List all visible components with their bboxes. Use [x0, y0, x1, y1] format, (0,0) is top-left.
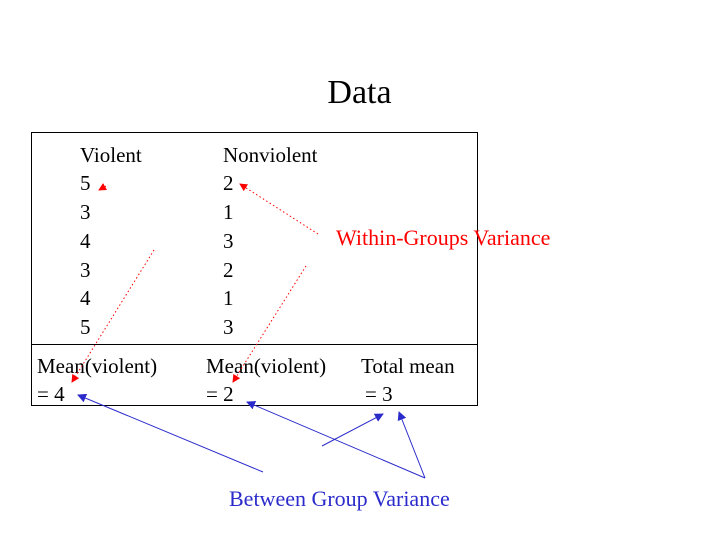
within-arrow-to-nonviolent-2 [239, 183, 319, 235]
within-arrow-to-violent-5 [98, 183, 108, 191]
total-mean-label: Total mean [361, 354, 455, 378]
total-mean-value: = 3 [365, 382, 393, 406]
nonviolent-mean-label: Mean(violent) [206, 354, 327, 378]
violent-value: 3 [80, 258, 91, 282]
violent-header: Violent [80, 143, 142, 167]
nonviolent-header: Nonviolent [223, 143, 318, 167]
violent-mean-label: Mean(violent) [37, 354, 158, 378]
page-title: Data [327, 74, 392, 111]
nonviolent-value: 1 [223, 286, 234, 310]
between-arrow-to-violent-mean [77, 393, 264, 473]
violent-value: 4 [80, 229, 91, 253]
violent-value: 4 [80, 286, 91, 310]
between-arrow-to-total-mean-b [397, 411, 426, 479]
between-arrow-to-total-mean-a [321, 413, 384, 447]
nonviolent-value: 1 [223, 200, 234, 224]
nonviolent-mean-value: = 2 [206, 382, 234, 406]
violent-value: 5 [80, 171, 91, 195]
violent-value: 5 [80, 315, 91, 339]
between-arrow-to-nonviolent-mean [246, 401, 426, 479]
violent-value: 3 [80, 200, 91, 224]
nonviolent-value: 3 [223, 315, 234, 339]
nonviolent-value: 2 [223, 171, 234, 195]
within-arrow-to-nonviolent-mean [232, 265, 307, 383]
table-divider [31, 344, 478, 345]
nonviolent-value: 2 [223, 258, 234, 282]
between-groups-label: Between Group Variance [229, 486, 450, 511]
within-arrow-to-violent-mean [71, 249, 155, 383]
nonviolent-value: 3 [223, 229, 234, 253]
within-groups-label: Within-Groups Variance [336, 225, 551, 250]
violent-mean-value: = 4 [37, 382, 65, 406]
